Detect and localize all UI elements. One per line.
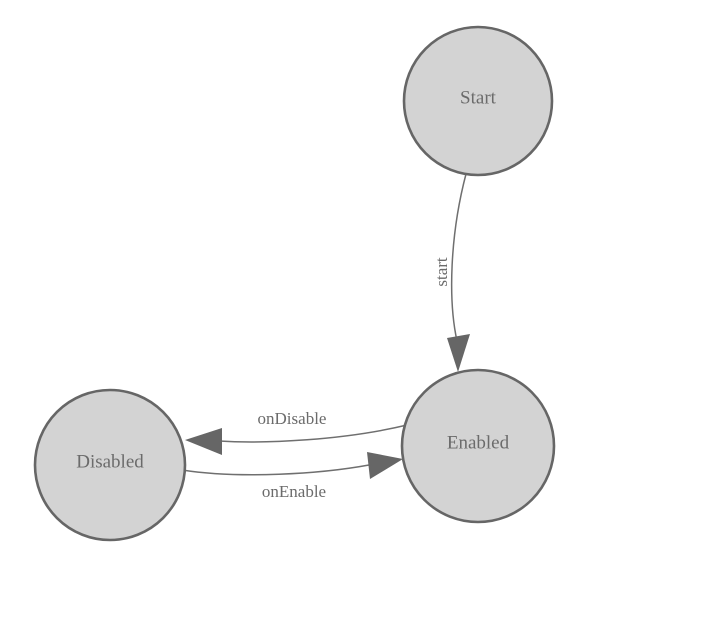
node-start-label: Start	[460, 87, 497, 108]
edge-disabled-to-enabled[interactable]: onEnable	[181, 452, 403, 501]
node-disabled-label: Disabled	[76, 451, 144, 472]
arrowhead-into-enabled-left	[367, 452, 403, 479]
edge-start-to-enabled-path	[450, 173, 467, 342]
edge-label-onenable: onEnable	[262, 482, 326, 501]
node-disabled-circle	[33, 388, 187, 542]
edge-label-start: start	[432, 257, 451, 287]
node-start[interactable]: Start	[402, 25, 554, 177]
edge-enabled-to-disabled[interactable]: onDisable	[185, 409, 408, 455]
arrowhead-into-disabled	[185, 428, 222, 455]
node-enabled[interactable]: Enabled	[400, 368, 556, 524]
node-enabled-label: Enabled	[447, 432, 510, 453]
node-start-circle	[402, 25, 554, 177]
node-disabled[interactable]: Disabled	[33, 388, 187, 542]
edge-label-ondisable: onDisable	[258, 409, 327, 428]
edge-enabled-to-disabled-path	[218, 424, 408, 443]
arrowhead-into-enabled-top	[447, 334, 470, 372]
node-enabled-circle	[400, 368, 556, 524]
edge-start-to-enabled[interactable]: start	[432, 173, 470, 372]
edge-disabled-to-enabled-path	[181, 464, 370, 476]
